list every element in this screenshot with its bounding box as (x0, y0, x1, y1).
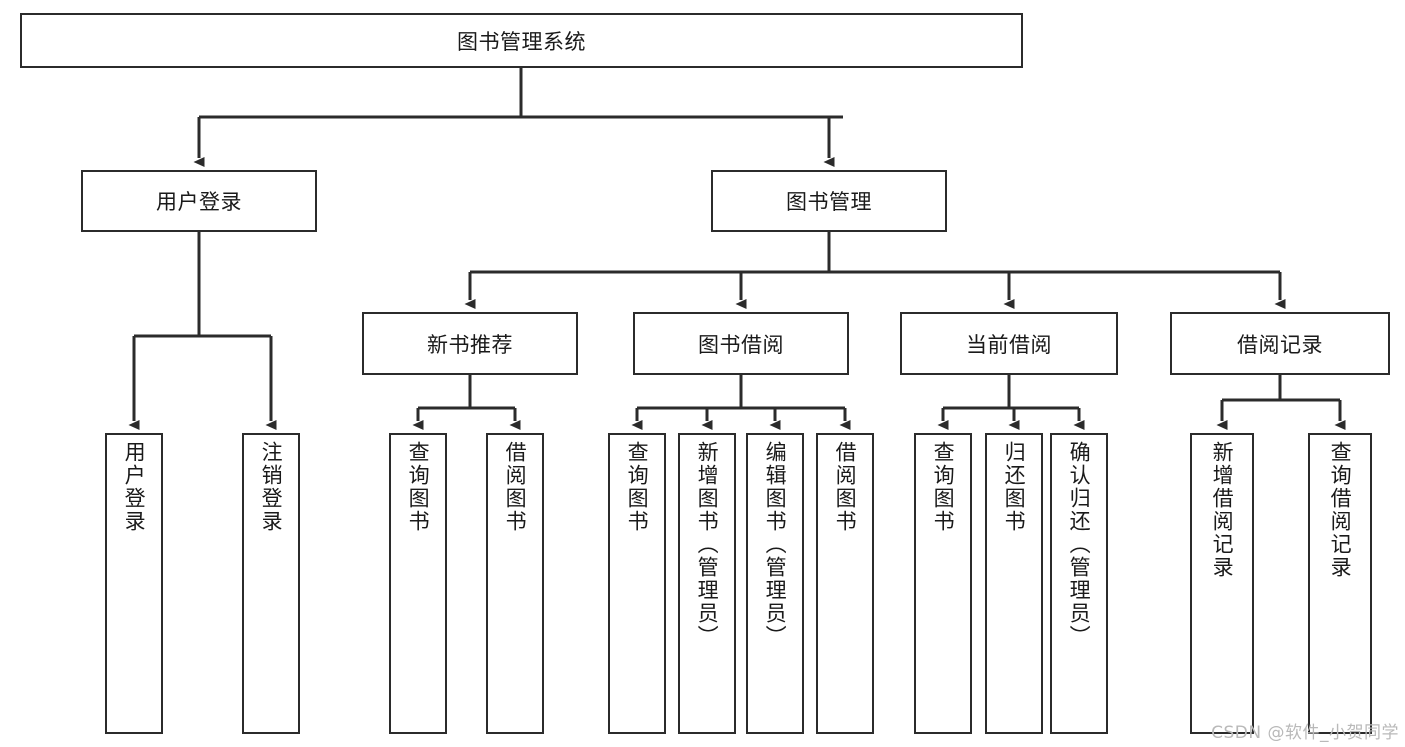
node-book-management[interactable]: 图书管理 (711, 170, 947, 232)
node-cb-return-book-label: 归还图书 (1002, 441, 1027, 533)
node-cb-confirm-return[interactable]: 确认归还（管理员） (1050, 433, 1108, 734)
node-bb-edit-book[interactable]: 编辑图书（管理员） (746, 433, 804, 734)
node-borrow-records-label: 借阅记录 (1237, 332, 1323, 357)
node-book-borrow[interactable]: 图书借阅 (633, 312, 849, 375)
node-user-logout-leaf-label: 注销登录 (259, 441, 284, 533)
node-root-label: 图书管理系统 (457, 29, 586, 54)
node-new-book-recommend-label: 新书推荐 (427, 332, 513, 357)
node-root[interactable]: 图书管理系统 (20, 13, 1023, 68)
node-current-borrow[interactable]: 当前借阅 (900, 312, 1118, 375)
node-user-login-leaf[interactable]: 用户登录 (105, 433, 163, 734)
node-current-borrow-label: 当前借阅 (966, 332, 1052, 357)
node-bb-edit-book-label: 编辑图书（管理员） (763, 441, 788, 648)
node-bb-query-book[interactable]: 查询图书 (608, 433, 666, 734)
node-book-management-label: 图书管理 (786, 190, 872, 214)
node-cb-confirm-return-label: 确认归还（管理员） (1067, 441, 1092, 648)
node-new-book-recommend[interactable]: 新书推荐 (362, 312, 578, 375)
node-br-add-record-label: 新增借阅记录 (1210, 441, 1235, 579)
node-book-borrow-label: 图书借阅 (698, 332, 784, 357)
node-cb-return-book[interactable]: 归还图书 (985, 433, 1043, 734)
node-bb-add-book[interactable]: 新增图书（管理员） (678, 433, 736, 734)
node-borrow-records[interactable]: 借阅记录 (1170, 312, 1390, 375)
watermark: CSDN @软件_小贺同学 (1211, 723, 1399, 743)
node-bb-add-book-label: 新增图书（管理员） (695, 441, 720, 648)
node-user-login-label: 用户登录 (156, 190, 242, 214)
node-nbr-borrow-book[interactable]: 借阅图书 (486, 433, 544, 734)
node-user-logout-leaf[interactable]: 注销登录 (242, 433, 300, 734)
node-nbr-borrow-book-label: 借阅图书 (503, 441, 528, 533)
node-nbr-query-book[interactable]: 查询图书 (389, 433, 447, 734)
node-cb-query-book[interactable]: 查询图书 (914, 433, 972, 734)
node-cb-query-book-label: 查询图书 (931, 441, 956, 533)
node-br-add-record[interactable]: 新增借阅记录 (1190, 433, 1254, 734)
node-nbr-query-book-label: 查询图书 (406, 441, 431, 533)
node-user-login[interactable]: 用户登录 (81, 170, 317, 232)
node-bb-borrow-book[interactable]: 借阅图书 (816, 433, 874, 734)
node-bb-borrow-book-label: 借阅图书 (833, 441, 858, 533)
node-br-query-record[interactable]: 查询借阅记录 (1308, 433, 1372, 734)
node-bb-query-book-label: 查询图书 (625, 441, 650, 533)
node-user-login-leaf-label: 用户登录 (122, 441, 147, 533)
node-br-query-record-label: 查询借阅记录 (1328, 441, 1353, 579)
